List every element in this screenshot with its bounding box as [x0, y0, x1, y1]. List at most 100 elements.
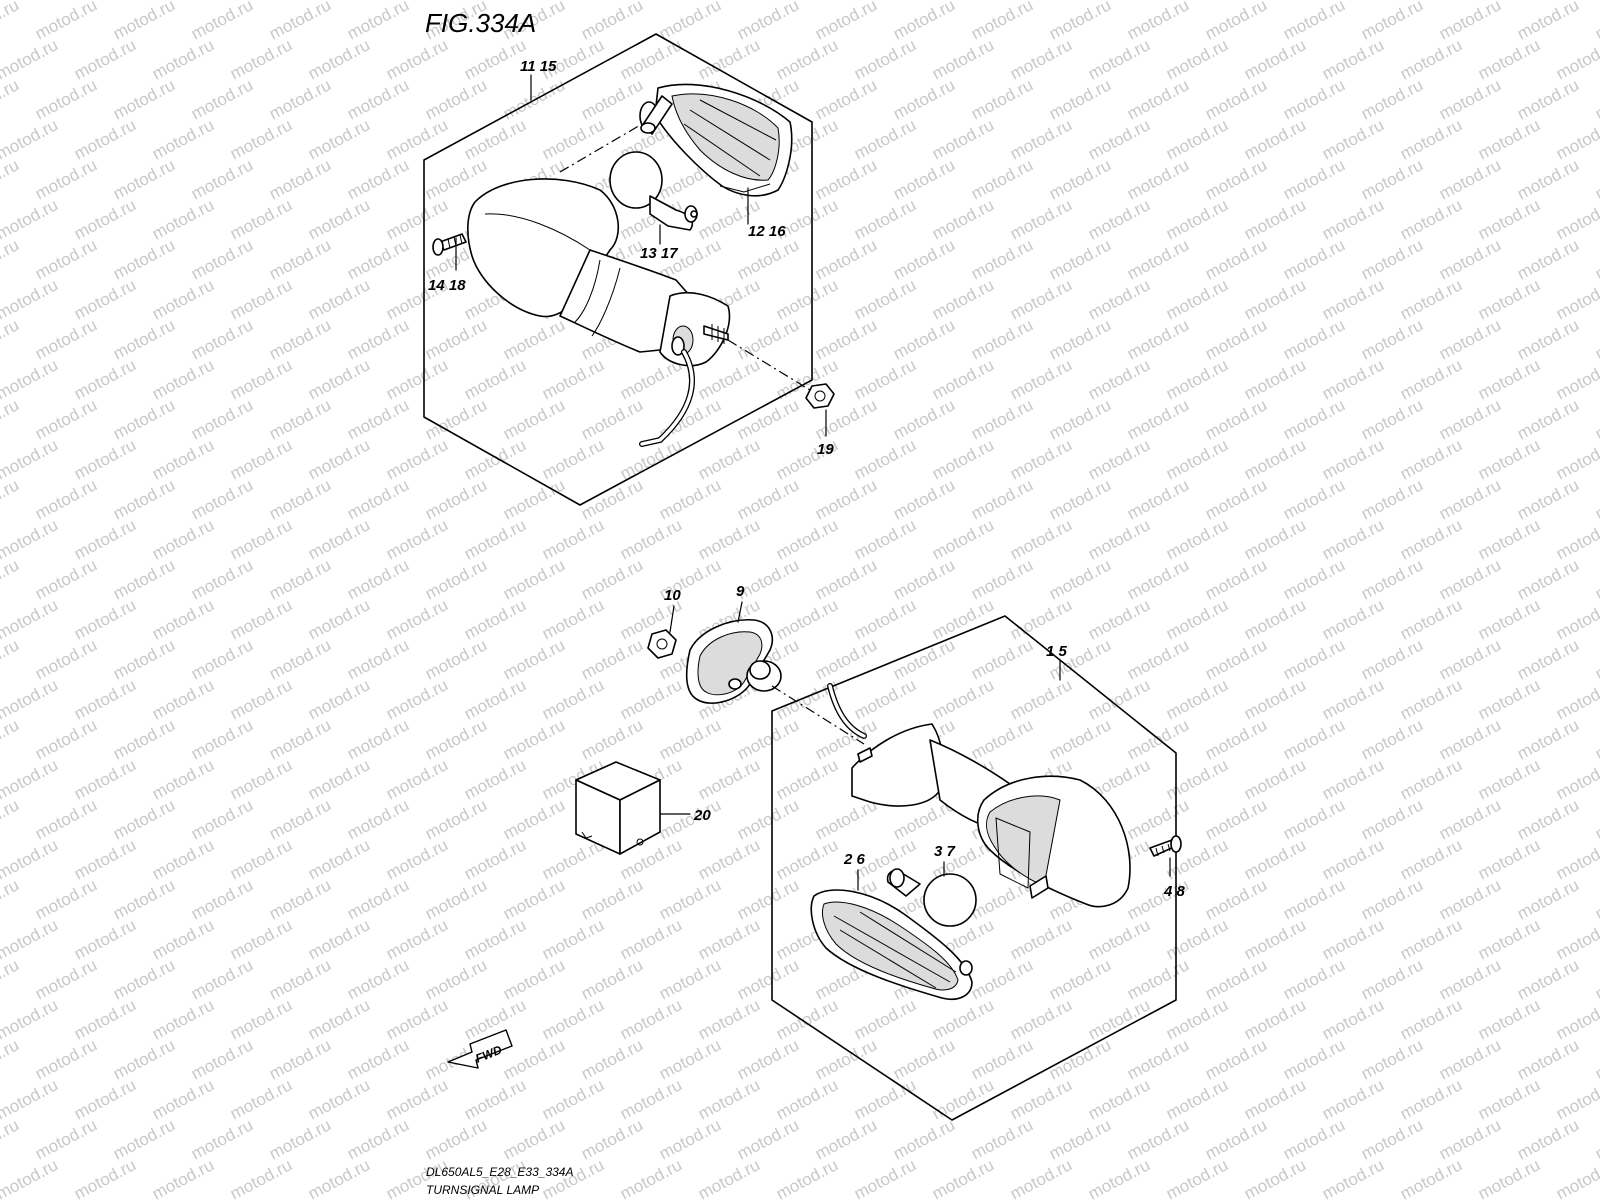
- watermark-text: motod.ru: [1280, 715, 1348, 763]
- watermark-text: motod.ru: [851, 1075, 919, 1123]
- watermark-text: motod.ru: [1475, 1155, 1543, 1200]
- watermark-text: motod.ru: [227, 675, 295, 723]
- watermark-text: motod.ru: [1241, 515, 1309, 563]
- watermark-text: motod.ru: [890, 155, 958, 203]
- watermark-text: motod.ru: [1124, 315, 1192, 363]
- watermark-text: motod.ru: [890, 75, 958, 123]
- watermark-text: motod.ru: [851, 35, 919, 83]
- watermark-text: motod.ru: [110, 75, 178, 123]
- front-housing[interactable]: [827, 683, 1131, 908]
- watermark-text: motod.ru: [110, 395, 178, 443]
- watermark-text: motod.ru: [1124, 635, 1192, 683]
- callout-rear-assembly: 11 15: [520, 58, 557, 75]
- watermark-text: motod.ru: [422, 635, 490, 683]
- watermark-text: motod.ru: [656, 1115, 724, 1163]
- watermark-text: motod.ru: [1046, 1035, 1114, 1083]
- watermark-text: motod.ru: [32, 875, 100, 923]
- watermark-text: motod.ru: [1007, 435, 1075, 483]
- watermark-text: motod.ru: [773, 755, 841, 803]
- front-screw[interactable]: [1149, 835, 1182, 857]
- watermark-text: motod.ru: [149, 995, 217, 1043]
- watermark-text: motod.ru: [422, 955, 490, 1003]
- watermark-text: motod.ru: [968, 715, 1036, 763]
- watermark-text: motod.ru: [461, 595, 529, 643]
- watermark-text: motod.ru: [1202, 1115, 1270, 1163]
- watermark-text: motod.ru: [890, 315, 958, 363]
- watermark-text: motod.ru: [1202, 955, 1270, 1003]
- watermark-text: motod.ru: [0, 1115, 22, 1163]
- watermark-text: motod.ru: [968, 635, 1036, 683]
- front-gasket[interactable]: [685, 619, 782, 704]
- watermark-text: motod.ru: [32, 315, 100, 363]
- watermark-text: motod.ru: [578, 395, 646, 443]
- watermark-text: motod.ru: [1475, 35, 1543, 83]
- watermark-text: motod.ru: [1592, 475, 1600, 523]
- front-lens[interactable]: [810, 889, 973, 1000]
- watermark-text: motod.ru: [1163, 1155, 1231, 1200]
- watermark-text: motod.ru: [1046, 235, 1114, 283]
- watermark-text: motod.ru: [149, 835, 217, 883]
- rear-housing[interactable]: [467, 178, 731, 447]
- watermark-text: motod.ru: [500, 795, 568, 843]
- callout-front-nut: 10: [664, 587, 681, 604]
- watermark-text: motod.ru: [617, 35, 685, 83]
- watermark-text: motod.ru: [734, 875, 802, 923]
- watermark-text: motod.ru: [227, 1155, 295, 1200]
- watermark-text: motod.ru: [578, 475, 646, 523]
- watermark-text: motod.ru: [1007, 675, 1075, 723]
- watermark-text: motod.ru: [188, 155, 256, 203]
- watermark-text: motod.ru: [1514, 635, 1582, 683]
- watermark-text: motod.ru: [1592, 235, 1600, 283]
- watermark-text: motod.ru: [149, 1155, 217, 1200]
- watermark-text: motod.ru: [71, 275, 139, 323]
- watermark-text: motod.ru: [968, 555, 1036, 603]
- watermark-text: motod.ru: [32, 1035, 100, 1083]
- watermark-text: motod.ru: [266, 75, 334, 123]
- rear-bulb[interactable]: [609, 151, 698, 231]
- watermark-text: motod.ru: [344, 0, 412, 44]
- front-bulb[interactable]: [886, 868, 977, 927]
- turnsignal-relay[interactable]: [575, 761, 661, 855]
- watermark-text: motod.ru: [110, 875, 178, 923]
- watermark-text: motod.ru: [305, 115, 373, 163]
- watermark-text: motod.ru: [305, 275, 373, 323]
- rear-lens[interactable]: [639, 83, 793, 197]
- watermark-text: motod.ru: [656, 875, 724, 923]
- watermark-text: motod.ru: [383, 595, 451, 643]
- watermark-text: motod.ru: [149, 595, 217, 643]
- watermark-text: motod.ru: [149, 435, 217, 483]
- rear-screw[interactable]: [432, 233, 467, 256]
- watermark-text: motod.ru: [1358, 715, 1426, 763]
- front-nut[interactable]: [647, 629, 677, 659]
- watermark-text: motod.ru: [1553, 595, 1600, 643]
- watermark-text: motod.ru: [1592, 875, 1600, 923]
- watermark-text: motod.ru: [0, 635, 22, 683]
- watermark-text: motod.ru: [305, 755, 373, 803]
- rear-nut[interactable]: [805, 383, 835, 409]
- watermark-text: motod.ru: [1241, 675, 1309, 723]
- watermark-text: motod.ru: [1085, 995, 1153, 1043]
- watermark-text: motod.ru: [1046, 955, 1114, 1003]
- watermark-text: motod.ru: [71, 915, 139, 963]
- watermark-text: motod.ru: [344, 1115, 412, 1163]
- watermark-text: motod.ru: [32, 795, 100, 843]
- model-code: DL650AL5_E28_E33_334A: [426, 1165, 573, 1179]
- watermark-text: motod.ru: [1046, 75, 1114, 123]
- watermark-text: motod.ru: [1046, 475, 1114, 523]
- watermark-text: motod.ru: [1358, 155, 1426, 203]
- watermark-text: motod.ru: [1202, 0, 1270, 44]
- watermark-text: motod.ru: [1280, 795, 1348, 843]
- watermark-text: motod.ru: [656, 955, 724, 1003]
- watermark-text: motod.ru: [539, 515, 607, 563]
- watermark-text: motod.ru: [305, 1155, 373, 1200]
- watermark-text: motod.ru: [1397, 835, 1465, 883]
- watermark-text: motod.ru: [344, 715, 412, 763]
- watermark-text: motod.ru: [1514, 795, 1582, 843]
- watermark-text: motod.ru: [149, 515, 217, 563]
- watermark-text: motod.ru: [1241, 1075, 1309, 1123]
- watermark-text: motod.ru: [1046, 1195, 1114, 1200]
- watermark-text: motod.ru: [1202, 75, 1270, 123]
- watermark-text: motod.ru: [422, 875, 490, 923]
- watermark-text: motod.ru: [1319, 915, 1387, 963]
